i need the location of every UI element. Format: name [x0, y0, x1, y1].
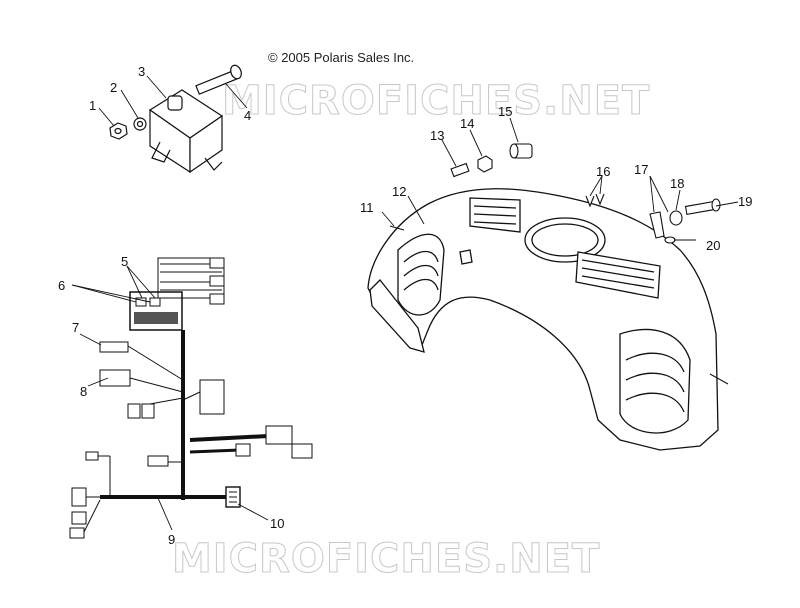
switch-part [509, 143, 533, 159]
copyright-notice: © 2005 Polaris Sales Inc. [268, 50, 415, 65]
callout-5: 5 [121, 254, 128, 269]
callout-10: 10 [270, 516, 284, 531]
nut-part [109, 122, 128, 140]
hood-panel [367, 188, 719, 451]
leaders-harness [71, 265, 269, 531]
spacer-part [664, 236, 676, 244]
callout-13: 13 [430, 128, 444, 143]
callout-labels: 1 2 3 4 5 6 7 8 9 10 11 12 13 14 15 16 1… [58, 64, 752, 547]
callout-11: 11 [360, 200, 374, 215]
lever-washer-part [669, 210, 683, 226]
lever-part [649, 211, 665, 239]
callout-7: 7 [72, 320, 79, 335]
callout-4: 4 [244, 108, 251, 123]
wiring-harness [69, 257, 313, 539]
callout-9: 9 [168, 532, 175, 547]
callout-6: 6 [58, 278, 65, 293]
callout-14: 14 [460, 116, 474, 131]
callout-2: 2 [110, 80, 117, 95]
gauge-opening [524, 217, 606, 263]
callout-19: 19 [738, 194, 752, 209]
clip-part [585, 195, 595, 208]
callout-20: 20 [706, 238, 720, 253]
leaders-module [98, 75, 248, 127]
watermark-top: MICROFICHES.NET [221, 78, 651, 125]
callout-16: 16 [596, 164, 610, 179]
callout-15: 15 [498, 104, 512, 119]
watermark-bottom: MICROFICHES.NET [171, 536, 601, 583]
callout-1: 1 [89, 98, 96, 113]
lever-bolt-part [684, 198, 721, 216]
switch-nut-part [477, 155, 493, 173]
callout-8: 8 [80, 384, 87, 399]
leaders-hood [381, 117, 739, 241]
key-part [450, 162, 470, 178]
callout-3: 3 [138, 64, 145, 79]
bolt-part [195, 64, 242, 95]
control-box-part [148, 89, 224, 174]
screw-part [389, 225, 405, 231]
module-assembly [109, 64, 242, 174]
clip-part-2 [595, 193, 605, 206]
callout-12: 12 [392, 184, 406, 199]
callout-18: 18 [670, 176, 684, 191]
hood-small-parts [389, 143, 729, 385]
washer-part [133, 117, 147, 131]
callout-17: 17 [634, 162, 648, 177]
